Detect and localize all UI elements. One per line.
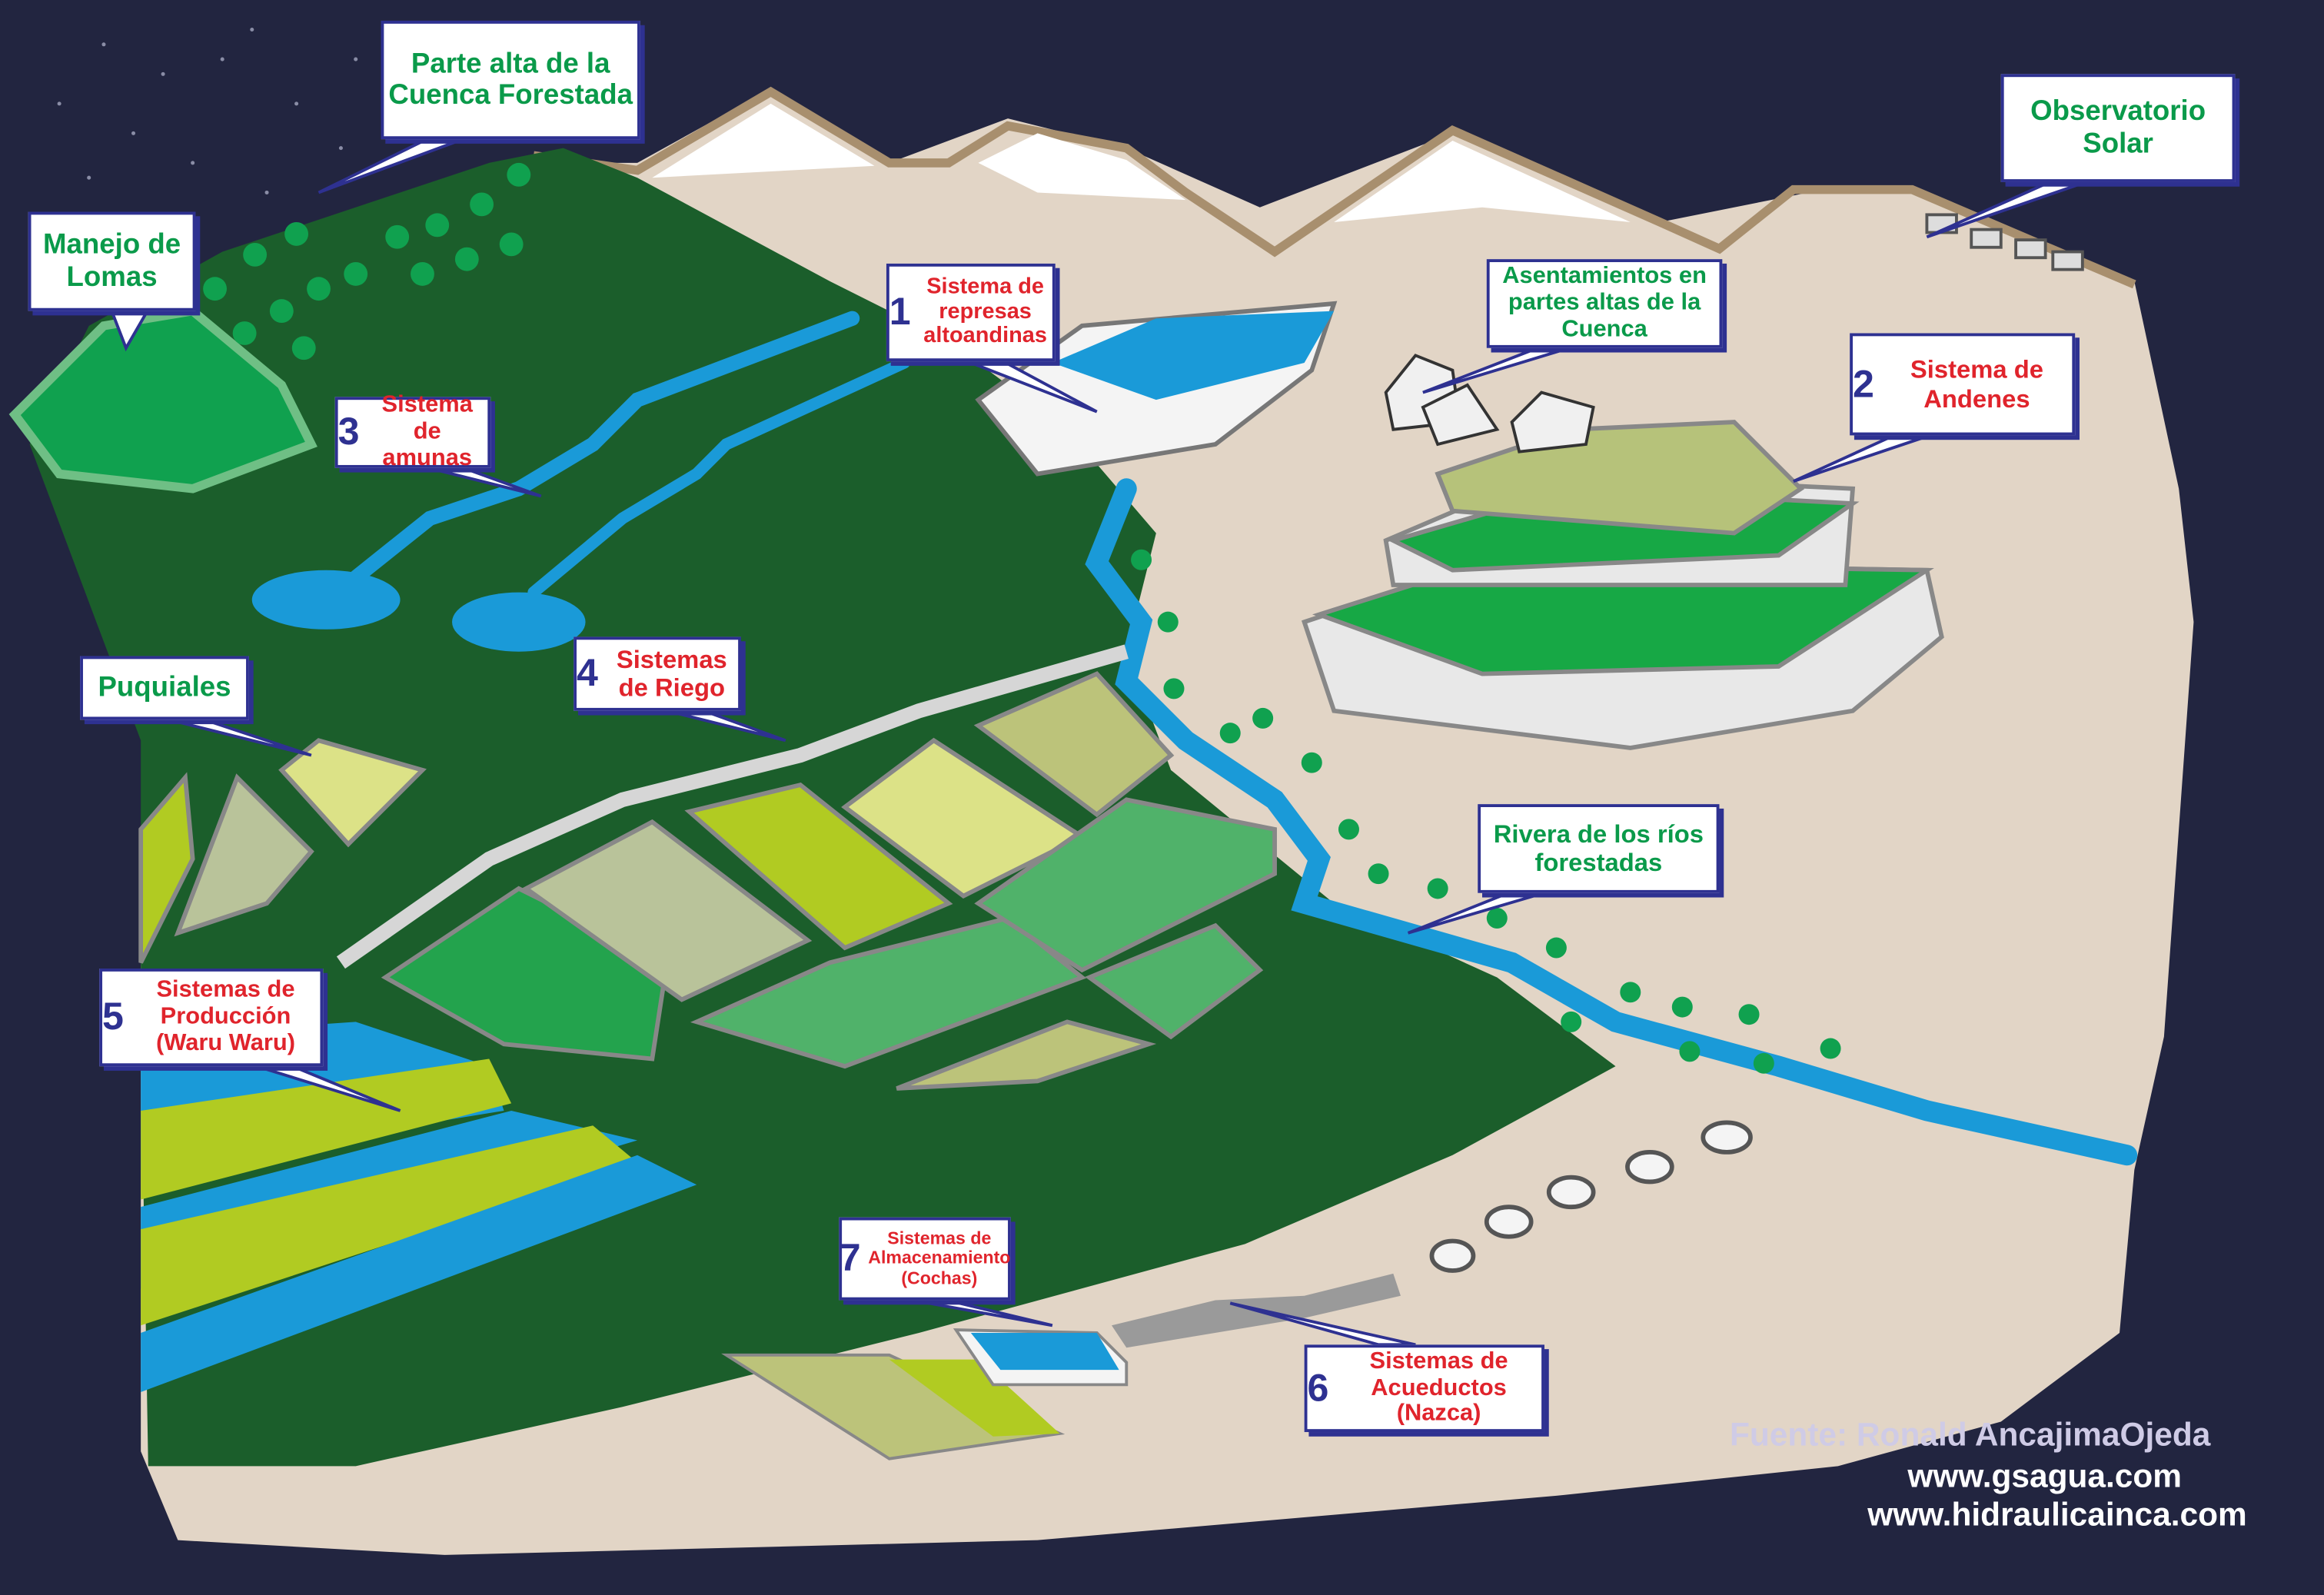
puquio-spirals <box>1429 1120 1753 1273</box>
label-represas: 1 Sistema de represas altoandinas <box>886 263 1056 362</box>
label-text: Sistema de amunas <box>381 392 473 471</box>
label-number: 5 <box>102 994 124 1039</box>
label-asentamientos: Asentamientos en partes altas de la Cuen… <box>1486 259 1723 348</box>
amuna-pond <box>452 592 586 652</box>
label-text: Sistemas de Producción (Waru Waru) <box>155 977 296 1056</box>
label-observatorio: Observatorio Solar <box>2000 74 2236 182</box>
riego-canal <box>336 644 1129 969</box>
callout-pointers <box>108 136 2091 1347</box>
source-site-gsagua: www.gsagua.com <box>1907 1457 2183 1494</box>
amuna-pond <box>251 570 401 630</box>
label-number: 1 <box>889 289 911 334</box>
label-number: 4 <box>576 650 598 696</box>
river-and-canals <box>348 311 2138 1166</box>
andenes-terraces <box>1301 420 1944 750</box>
source-site-hidraulicainca: www.hidraulicainca.com <box>1867 1495 2247 1534</box>
label-puquiales: Puquiales <box>80 656 249 720</box>
label-parte-alta: Parte alta de la Cuenca Forestada <box>381 20 640 140</box>
label-produccion: 5 Sistemas de Producción (Waru Waru) <box>99 968 324 1067</box>
label-number: 3 <box>337 409 360 454</box>
snowy-peaks <box>533 86 2136 289</box>
cocha-reservoir <box>721 1328 1129 1460</box>
night-stars <box>57 28 358 194</box>
label-andenes: 2 Sistema de Andenes <box>1850 333 2076 436</box>
label-number: 6 <box>1307 1365 1329 1411</box>
crop-fields <box>138 671 1277 1091</box>
label-text: Sistema de Andenes <box>1910 356 2043 413</box>
label-text: Sistemas de Acueductos (Nazca) <box>1369 1348 1508 1427</box>
trees <box>203 162 1841 1074</box>
label-text: Sistema de represas altoandinas <box>923 274 1047 349</box>
label-acueductos: 6 Sistemas de Acueductos (Nazca) <box>1304 1344 1544 1433</box>
label-text: Sistemas de Almacenamiento (Cochas) <box>868 1227 1011 1288</box>
label-riego: 4 Sistemas de Riego <box>574 636 741 711</box>
source-author: Fuente: Ronald AncajimaOjeda <box>1729 1415 2211 1453</box>
label-text: Sistemas de Riego <box>616 645 727 703</box>
label-number: 2 <box>1853 361 1874 406</box>
label-manejo-lomas: Manejo de Lomas <box>28 211 196 311</box>
label-amunas: 3 Sistema de amunas <box>334 393 491 471</box>
label-number: 7 <box>839 1235 861 1281</box>
dam-reservoir <box>975 301 1338 477</box>
label-rivera: Rivera de los ríos forestadas <box>1478 804 1720 893</box>
